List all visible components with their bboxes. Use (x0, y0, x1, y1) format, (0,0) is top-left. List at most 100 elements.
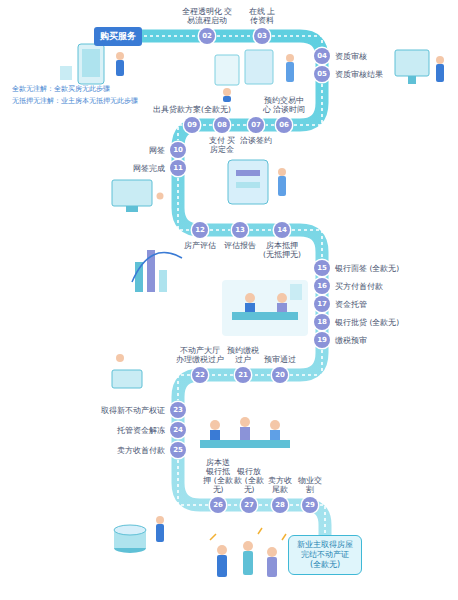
step-number: 25 (170, 442, 186, 458)
note-text: 全款无注解：全款买房无此步骤 (12, 84, 110, 94)
step-circle: 06预约交易中心 洽谈时间 (276, 117, 292, 133)
step-circle: 16买方付首付款 (314, 278, 330, 294)
step-circle: 03在线 上传资料 (254, 28, 270, 44)
step-circle: 18银行批贷 (全款无) (314, 314, 330, 330)
road-connector (202, 124, 212, 126)
step-circle: 25卖方收首付款 (170, 442, 186, 458)
step-number: 06 (276, 117, 292, 133)
step-number: 05 (314, 66, 330, 82)
step-label: 评估报告 (223, 241, 257, 250)
step-label: 出具贷款方案(全款无) (153, 105, 231, 114)
step-number: 11 (170, 160, 186, 176)
chart-scene (132, 250, 182, 292)
end-text: (全款无) (294, 560, 356, 570)
step-number: 18 (314, 314, 330, 330)
start-text: 购买服务 (100, 31, 136, 41)
meeting-scene (200, 417, 290, 448)
step-circle: 02全程透明化 交易流程启动 (199, 28, 215, 44)
step-label: 网签完成 (133, 164, 165, 173)
step-number: 29 (302, 497, 318, 513)
step-number: 26 (210, 497, 226, 513)
step-circle: 19缴税预审 (314, 332, 330, 348)
monitor-scene (395, 50, 444, 84)
step-circle: 23取得新不动产权证 (170, 402, 186, 418)
step-label: 买方付首付款 (335, 282, 383, 291)
road-connector (266, 124, 274, 126)
phone-scene (60, 44, 124, 84)
step-label: 资质审核 (335, 52, 367, 61)
road-connector (272, 36, 322, 46)
step-number: 08 (214, 117, 230, 133)
step-number: 10 (170, 142, 186, 158)
step-number: 14 (274, 222, 290, 238)
step-number: 13 (232, 222, 248, 238)
laptop-scene (112, 354, 142, 388)
road-connector (228, 504, 239, 506)
step-number: 24 (170, 422, 186, 438)
step-circle: 13评估报告 (232, 222, 248, 238)
step-circle: 11网签完成 (170, 160, 186, 176)
road-connector (259, 504, 270, 506)
step-label: 卖方收首付款 (117, 446, 165, 455)
step-circle: 24托管资金解冻 (170, 422, 186, 438)
step-label: 缴税预审 (335, 336, 367, 345)
step-label: 房产评估 (183, 241, 217, 250)
step-label: 资金托管 (335, 300, 367, 309)
step-circle: 14房本抵押 (无抵押无) (274, 222, 290, 238)
step-circle: 09出具贷款方案(全款无) (184, 117, 200, 133)
end-box: 新业主取得房屋 完结不动产证(全款无) (288, 535, 362, 575)
step-circle: 17资金托管 (314, 296, 330, 312)
step-circle: 08支付 买房定金 (214, 117, 230, 133)
step-number: 22 (192, 367, 208, 383)
step-circle: 20预审通过 (272, 367, 288, 383)
step-circle: 10网签 (170, 142, 186, 158)
step-label: 房本送银行抵押 (全款无) (203, 458, 233, 494)
step-label: 银行面签 (全款无) (335, 264, 399, 273)
start-box: 购买服务 (94, 27, 142, 46)
board-scene (228, 160, 286, 204)
step-number: 20 (272, 367, 288, 383)
step-label: 银行放款 (全款无) (234, 467, 264, 494)
road-connector (320, 505, 325, 533)
step-circle: 27银行放款 (全款无) (241, 497, 257, 513)
road-connector (178, 375, 190, 400)
step-label: 在线 上传资料 (245, 7, 279, 25)
bank-office-scene (222, 280, 308, 336)
step-circle: 12房产评估 (192, 222, 208, 238)
step-label: 卖方收尾款 (265, 476, 295, 494)
step-circle: 07洽谈签约 (248, 117, 264, 133)
note-text: 无抵押无注解：业主房本无抵押无此步骤 (12, 96, 138, 106)
step-circle: 15银行面签 (全款无) (314, 260, 330, 276)
step-label: 不动产大厅 办理缴税过户 (176, 346, 224, 364)
step-label: 预约交易中心 洽谈时间 (262, 96, 306, 114)
step-label: 支付 买房定金 (207, 136, 237, 154)
documents-scene (215, 50, 294, 102)
coins-scene (114, 516, 164, 553)
step-label: 网签 (149, 146, 165, 155)
step-number: 16 (314, 278, 330, 294)
step-number: 07 (248, 117, 264, 133)
step-number: 27 (241, 497, 257, 513)
step-label: 洽谈签约 (239, 136, 273, 145)
step-circle: 21预约缴税过户 (235, 367, 251, 383)
road-connector (290, 504, 300, 506)
step-number: 23 (170, 402, 186, 418)
step-label: 房本抵押 (无抵押无) (260, 241, 304, 259)
step-label: 银行批贷 (全款无) (335, 318, 399, 327)
road-connector (232, 124, 246, 126)
step-number: 21 (235, 367, 251, 383)
computer-scene (112, 180, 164, 212)
step-number: 03 (254, 28, 270, 44)
step-circle: 04资质审核 (314, 48, 330, 64)
road-connector (178, 178, 190, 230)
road-connector (250, 229, 272, 231)
road-connector (210, 229, 230, 231)
step-number: 12 (192, 222, 208, 238)
step-label: 全程透明化 交易流程启动 (179, 7, 235, 25)
celebration-scene (210, 528, 286, 577)
step-label: 托管资金解冻 (117, 426, 165, 435)
end-text: 新业主取得房屋 完结不动产证 (294, 540, 356, 560)
step-label: 预约缴税过户 (226, 346, 260, 364)
step-number: 17 (314, 296, 330, 312)
